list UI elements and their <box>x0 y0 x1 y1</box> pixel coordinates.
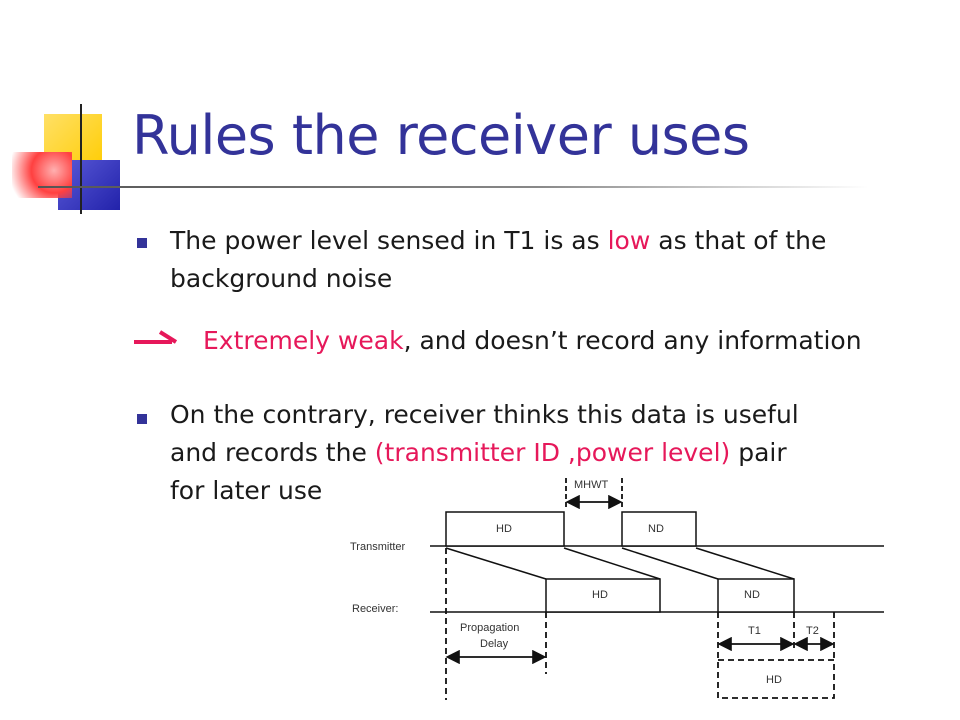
t1-label: T1 <box>748 625 761 637</box>
bullet-2-highlight: (transmitter ID ,power level) <box>374 438 731 467</box>
tx-hd-box <box>445 511 565 547</box>
bullet-2-line3: for later use <box>170 476 323 505</box>
rx-hd-box <box>545 578 661 613</box>
tx-nd-box <box>621 511 697 547</box>
arrow-note-highlight: Extremely weak <box>203 326 404 355</box>
bullet-2-text: On the contrary, receiver thinks this da… <box>170 396 799 510</box>
rx-hd-label: HD <box>592 589 608 601</box>
bullet-marker <box>137 238 147 248</box>
bullet-2-line2-post: pair <box>730 438 787 467</box>
mhwt-marker: MHWT <box>565 478 623 510</box>
tx-nd-label: ND <box>648 523 664 535</box>
receiver-label: Receiver: <box>352 603 398 615</box>
transmitter-label: Transmitter <box>350 541 406 553</box>
title-underline <box>38 186 868 188</box>
decor-red-square <box>12 152 72 198</box>
propagation-label-line2: Delay <box>480 638 509 650</box>
receiver-hd-dashed-label: HD <box>766 674 782 686</box>
propagation-delay-marker: Propagation Delay <box>445 548 547 700</box>
bullet-1-post: as that of the <box>650 226 827 255</box>
tx-hd-label: HD <box>496 523 512 535</box>
bullet-1-text: The power level sensed in T1 is as low a… <box>170 222 826 298</box>
bullet-2-line1: On the contrary, receiver thinks this da… <box>170 400 799 429</box>
page-title: Rules the receiver uses <box>132 104 750 167</box>
bullet-1-pre: The power level sensed in T1 is as <box>170 226 608 255</box>
bullet-2-line2-pre: and records the <box>170 438 375 467</box>
decor-vertical-line <box>80 104 82 214</box>
rx-nd-box <box>717 578 795 613</box>
t2-label: T2 <box>806 625 819 637</box>
right-arrow-icon <box>134 330 178 344</box>
t1-t2-marker: T1 T2 <box>717 612 835 660</box>
receiver-hd-dashed-box <box>717 659 835 699</box>
arrow-note-text: Extremely weak, and doesn’t record any i… <box>203 322 862 360</box>
bullet-1-highlight: low <box>607 226 651 255</box>
bullet-1-line2: background noise <box>170 264 393 293</box>
bullet-marker <box>137 414 147 424</box>
timing-diagram: MHWT Transmitter HD ND Receiver: HD ND P… <box>350 478 884 700</box>
arrow-note-rest: , and doesn’t record any information <box>403 326 862 355</box>
rx-nd-label: ND <box>744 589 760 601</box>
propagation-label-line1: Propagation <box>460 622 519 634</box>
mhwt-label: MHWT <box>574 479 608 491</box>
propagation-lines <box>445 547 795 580</box>
